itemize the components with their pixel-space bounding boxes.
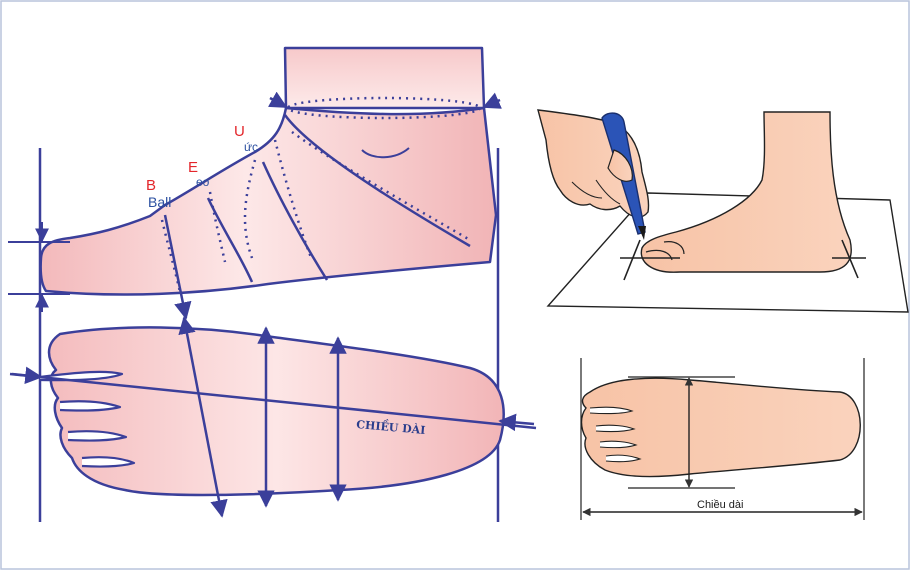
toe-gap-3 [67, 430, 128, 442]
e-girth-dotted [243, 159, 257, 259]
ankle-width-arrow-right [482, 92, 502, 109]
side-foot-outline [39, 106, 498, 296]
small-sole-diagram [580, 358, 865, 520]
instep-line-solid [283, 114, 471, 248]
side-view-foot [8, 46, 502, 312]
ball-girth-dotted-2 [208, 191, 227, 263]
length-label-small: Chiều dài [697, 499, 743, 511]
trace-tick-heel [841, 239, 859, 279]
u-text-label: ức [244, 140, 258, 154]
toe-gap-4 [81, 456, 136, 468]
pencil-tip [638, 226, 646, 240]
b-letter-label: B [146, 177, 156, 194]
ankle-width-arrow-left [267, 91, 288, 109]
sole-view-foot [9, 316, 537, 518]
hand-finger-line-2 [595, 179, 621, 205]
tracing-toe-2 [663, 241, 685, 255]
ankle-girth-dotted [286, 96, 482, 120]
ball-width-line [178, 316, 228, 518]
small-toe-gap-2 [595, 424, 636, 433]
thumb [607, 149, 633, 182]
ankle-bone [361, 147, 410, 159]
length-guides [38, 148, 500, 522]
ball-drop-arrow [163, 214, 192, 320]
e-letter-label: E [188, 159, 198, 176]
u-girth-solid [261, 161, 329, 281]
small-toe-gap-1 [589, 406, 634, 415]
trace-tick-toe-2 [623, 239, 641, 281]
hand-finger-line-1 [571, 181, 603, 199]
tracing-foot [640, 111, 852, 273]
e-text-label: eo [196, 175, 210, 189]
tracing-scene [537, 109, 909, 313]
small-length-label-bg [692, 497, 752, 511]
u-girth-dotted [273, 139, 314, 261]
length-arrow-left [11, 366, 43, 385]
small-sole-outline [580, 377, 861, 478]
small-toe-gap-3 [599, 440, 638, 449]
small-toe-gap-4 [605, 454, 642, 463]
length-arrow-right [498, 413, 535, 432]
length-line [9, 372, 537, 430]
sole-outline [47, 326, 505, 497]
b-text-label: Ball [148, 194, 171, 210]
ball-girth-dotted [160, 219, 182, 293]
ankle-shape [283, 46, 486, 110]
u-letter-label: U [234, 123, 245, 140]
toe-gap-2 [59, 400, 122, 412]
